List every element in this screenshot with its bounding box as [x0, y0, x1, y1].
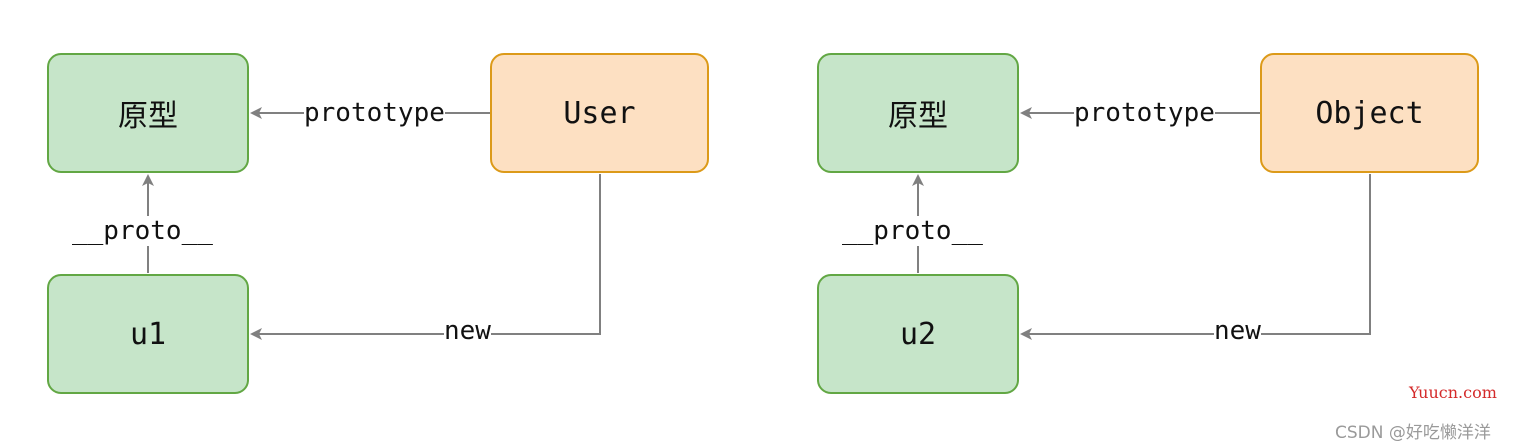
constructor-box-object-label: Object	[1315, 95, 1424, 131]
edge-label-proto-left: __proto__	[72, 216, 213, 246]
instance-box-u1: u1	[47, 274, 249, 394]
instance-box-u2-label: u2	[899, 316, 937, 352]
watermark-author: CSDN @好吃懒洋洋	[1335, 423, 1491, 443]
edge-label-new-right: new	[1214, 316, 1261, 346]
watermark-site: Yuucn.com	[1409, 383, 1497, 402]
new-arrow-right	[1020, 174, 1371, 340]
prototype-box-left-label: 原型	[118, 99, 178, 134]
prototype-box-left: 原型	[47, 53, 249, 173]
new-arrow-left	[250, 174, 601, 340]
constructor-box-user: User	[490, 53, 709, 173]
prototype-box-right: 原型	[817, 53, 1019, 173]
edge-label-new-left: new	[444, 316, 491, 346]
edge-label-proto-right: __proto__	[842, 216, 983, 246]
edge-label-prototype-left: prototype	[304, 98, 445, 128]
instance-box-u2: u2	[817, 274, 1019, 394]
prototype-box-right-label: 原型	[888, 99, 948, 134]
edge-label-prototype-right: prototype	[1074, 98, 1215, 128]
instance-box-u1-label: u1	[129, 316, 167, 352]
constructor-box-object: Object	[1260, 53, 1479, 173]
constructor-box-user-label: User	[563, 95, 636, 131]
